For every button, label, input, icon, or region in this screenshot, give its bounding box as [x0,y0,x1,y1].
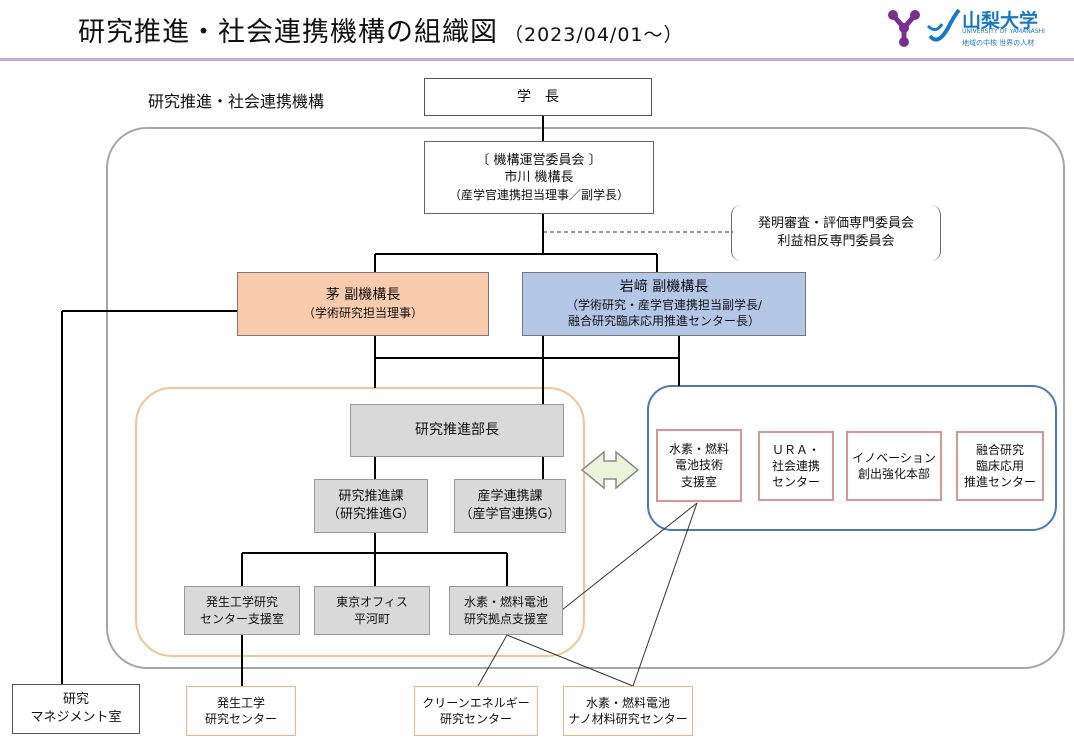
page-title: 研究推進・社会連携機構の組織図 （2023/04/01～） [78,10,684,49]
office2-line1: 東京オフィス [336,595,408,610]
ext-clean-energy-center-box: クリーンエネルギー 研究センター [414,686,538,736]
ext2-line1: クリーンエネルギー [422,695,530,710]
center3-line2: 創出強化本部 [857,467,930,481]
university-logo-mark-icon [888,10,920,47]
office-tokyo-box: 東京オフィス 平河町 [314,586,430,635]
center3-line1: イノベーション [852,450,936,465]
center4-line2: 臨床応用 [975,458,1024,473]
center1-line1: 水素・燃料 [668,442,729,457]
department-container [135,387,585,657]
vice1-line1: 茅 副機構長 [325,287,401,304]
review-committees-box: 発明審査・評価専門委員会 利益相反専門委員会 [731,205,941,261]
ext2-line2: 研究センター [439,712,512,726]
organization-container [106,127,1065,669]
center1-line3: 支援室 [680,474,717,489]
division2-line1: 産学連携課 [477,489,543,505]
division-research-box: 研究推進課 （研究推進G） [314,479,428,533]
center2-line3: センター [771,475,820,490]
centers-container [647,385,1057,531]
center4-line3: 推進センター [963,475,1036,490]
department-head-label: 研究推進部長 [415,422,499,439]
division1-line1: 研究推進課 [338,489,404,505]
ext1-line1: 発生工学 [216,695,265,710]
committee-line2: 市川 機構長 [504,170,574,186]
title-text: 研究推進・社会連携機構の組織図 [78,17,498,48]
office3-line1: 水素・燃料電池 [463,595,548,610]
mgmt-line2: マネジメント室 [30,710,122,725]
president-box: 学 長 [424,78,652,116]
vice-director-1-box: 茅 副機構長 （学術研究担当理事） [237,272,489,336]
office1-line2: センター支援室 [199,611,284,626]
university-tagline: 地域の中核 世界の人材 [962,39,1035,47]
vice-director-2-box: 岩﨑 副機構長 （学術研究・産学官連携担当副学長/ 融合研究臨床応用推進センター… [522,272,806,336]
president-label: 学 長 [517,88,559,105]
center-ura-box: ＵＲＡ・ 社会連携 センター [758,431,834,501]
mgmt-line1: 研究 [62,692,89,708]
office1-line1: 発生工学研究 [205,595,278,610]
organization-label: 研究推進・社会連携機構 [148,92,325,111]
university-name: 山梨大学 [962,10,1039,32]
center-fusion-box: 融合研究 臨床応用 推進センター [956,431,1044,501]
committee-line3: （産学官連携担当理事／副学長） [448,187,629,202]
ext-developmental-center-box: 発生工学 研究センター [186,686,296,736]
review-line2: 利益相反専門委員会 [777,234,895,249]
center1-line2: 電池技術 [674,458,723,473]
office-hydrogen-box: 水素・燃料電池 研究拠点支援室 [449,586,563,635]
office2-line2: 平河町 [353,611,390,626]
center2-line2: 社会連携 [771,458,820,473]
review-line1: 発明審査・評価専門委員会 [757,216,914,232]
header-divider [0,58,1074,61]
department-head-box: 研究推進部長 [350,404,564,457]
center-hydrogen-support-box: 水素・燃料 電池技術 支援室 [656,429,742,502]
ext3-line2: ナノ材料研究センター [568,712,688,726]
office-developmental-box: 発生工学研究 センター支援室 [184,586,300,635]
title-date: （2023/04/01～） [504,24,684,46]
ext3-line1: 水素・燃料電池 [585,695,670,710]
center4-line1: 融合研究 [975,442,1024,457]
vice2-line2: （学術研究・産学官連携担当副学長/ [565,298,763,313]
research-management-box: 研究 マネジメント室 [12,684,140,734]
university-name-english: UNIVERSITY OF YAMANASHI [962,28,1045,35]
division1-line2: （研究推進G） [326,507,416,522]
center2-line1: ＵＲＡ・ [771,442,820,457]
vice2-line1: 岩﨑 副機構長 [619,279,709,296]
division2-line2: （産学官連携G） [459,507,561,522]
office3-line2: 研究拠点支援室 [463,611,548,626]
ext1-line2: 研究センター [204,712,277,726]
vice1-line2: （学術研究担当理事） [302,306,423,321]
center-innovation-box: イノベーション 創出強化本部 [846,431,942,501]
ext-nanomaterial-center-box: 水素・燃料電池 ナノ材料研究センター [563,686,693,736]
committee-box: 〔 機構運営委員会 〕 市川 機構長 （産学官連携担当理事／副学長） [424,141,654,214]
vice2-line3: 融合研究臨床応用推進センター長） [567,314,760,329]
committee-line1: 〔 機構運営委員会 〕 [476,152,602,168]
double-arrow-icon [580,450,640,490]
division-industry-box: 産学連携課 （産学官連携G） [454,479,566,533]
university-logo-wave-icon [926,8,961,42]
